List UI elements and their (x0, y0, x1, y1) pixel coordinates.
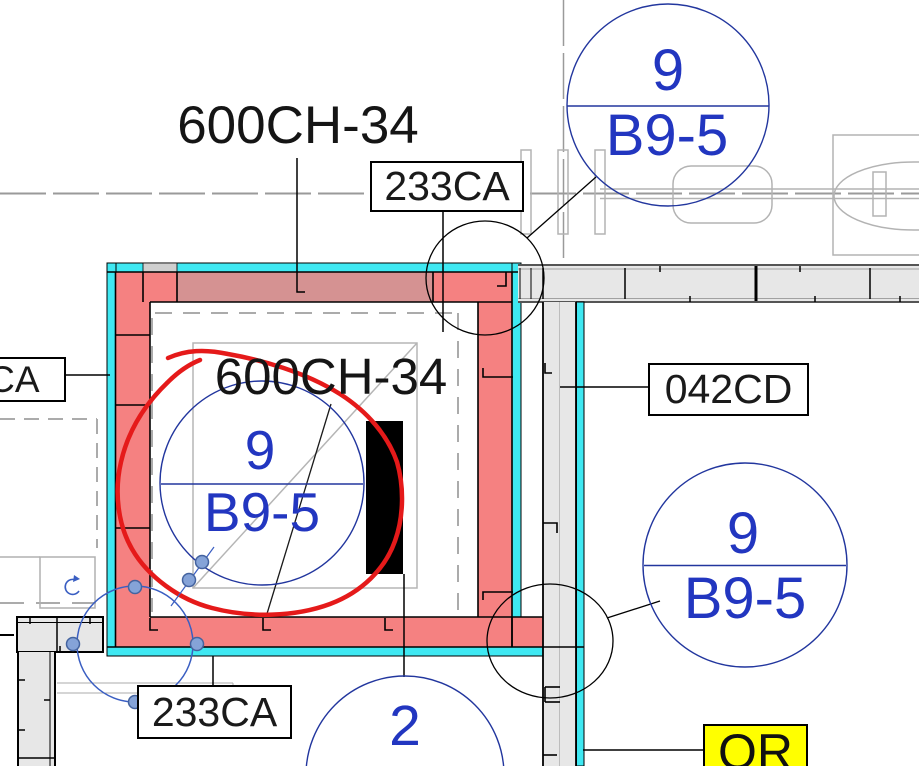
grip-top (127, 579, 143, 595)
sink-drain-icon (872, 171, 887, 217)
wall-tag-bottom-box[interactable]: 233CA (137, 685, 292, 739)
lavatory-counter-icon (832, 134, 919, 256)
equipment-black-rect[interactable] (366, 421, 403, 574)
keynote-qr-label: QR (718, 724, 793, 766)
grip-right (189, 636, 205, 652)
callout-top-right-detail: 9 (651, 38, 685, 103)
wall-tag-left-box[interactable]: 233CA (0, 357, 66, 402)
callout-bottom-center-detail: 2 (389, 694, 421, 758)
revision-cloud[interactable] (115, 348, 405, 617)
shaft-walls (106, 262, 544, 657)
grip-left (65, 636, 81, 652)
grid-lines (0, 0, 919, 302)
callout-circle-bottom-center (305, 675, 505, 766)
wall-tag-right-label: 042CD (664, 366, 793, 412)
wall-tag-bottom-label: 233CA (151, 688, 278, 735)
detail-circles[interactable] (425, 176, 661, 699)
sink-bowl-icon (833, 161, 919, 231)
stud-walls (16, 264, 919, 766)
casework-hidden-lines (0, 418, 110, 636)
grip-leader-1 (181, 572, 197, 588)
room-interior-lines (151, 312, 459, 645)
selection-handles[interactable] (64, 546, 215, 710)
callout-in-room-detail: 9 (244, 419, 276, 481)
room-name-top-label: 600CH-34 (177, 96, 419, 155)
callout-bottom-right-detail: 9 (726, 501, 760, 566)
callout-circle-bottom-right (642, 462, 848, 668)
callout-circles[interactable] (159, 3, 848, 766)
toilet-partition-icon (557, 149, 569, 235)
callout-leader-top (526, 176, 597, 239)
wall-tag-top-label: 233CA (384, 163, 510, 209)
callout-in-room-sheet: B9-5 (203, 481, 321, 543)
callout-circle-in-room (159, 380, 365, 586)
toilet-tank-icon (672, 165, 773, 224)
detail-circle-top (425, 220, 545, 336)
wall-tag-left-label: 233CA (0, 358, 40, 400)
wall-tag-right-box[interactable]: 042CD (648, 363, 809, 416)
toilet-partition-icon (594, 149, 606, 235)
rotate-handle-icon (64, 578, 80, 596)
callout-bottom-right-sheet: B9-5 (683, 566, 807, 631)
room-name-leader (296, 158, 305, 293)
grip-leader-2 (194, 554, 210, 570)
callout-circle-top-right (566, 3, 770, 207)
rotate-handle-arrow (73, 575, 80, 582)
keynote-qr-box[interactable]: QR (703, 724, 808, 766)
detail-circle-bottom (486, 583, 614, 699)
plumbing-fixture-lines (520, 134, 919, 256)
room-name-inner-label: 600CH-34 (214, 348, 448, 405)
callout-top-right-sheet: B9-5 (605, 103, 729, 168)
tag-leaders (62, 158, 703, 751)
callout-leader-bottom (606, 600, 661, 619)
equipment-pad-outline (192, 342, 418, 589)
wall-tag-top-box[interactable]: 233CA (370, 161, 524, 212)
